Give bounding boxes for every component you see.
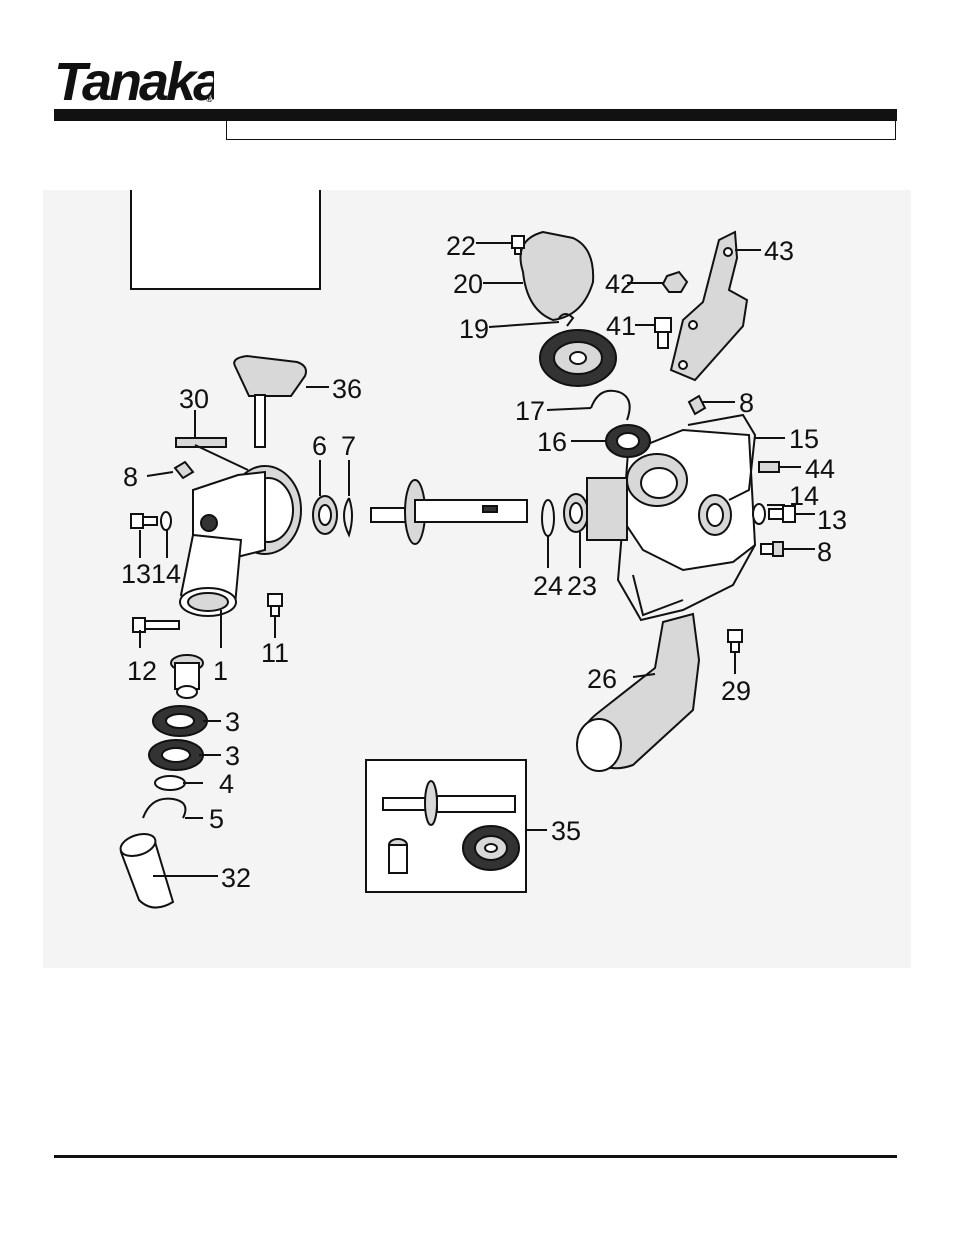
sleeve-32 <box>119 832 175 909</box>
callout-11: 11 <box>261 638 289 668</box>
bolt-12 <box>132 617 180 633</box>
callout-42: 42 <box>605 269 635 299</box>
drive-shaft <box>370 479 528 545</box>
parts-diagram: 36 30 8 13 14 12 1 11 3 3 4 5 32 6 7 24 … <box>43 190 911 968</box>
bearing-3-lower <box>148 739 204 771</box>
callout-8-left: 8 <box>123 462 138 492</box>
washer-14-left <box>160 511 172 531</box>
empty-inset-box <box>130 190 321 290</box>
bolt-11 <box>267 593 283 617</box>
callout-17: 17 <box>515 396 545 426</box>
guard-housing-15 <box>586 413 757 622</box>
clip-7 <box>343 497 353 538</box>
header-bar <box>54 109 897 121</box>
callout-13-left: 13 <box>121 559 151 589</box>
callout-15: 15 <box>789 424 819 454</box>
logo-wordmark: Tanaka <box>54 52 214 108</box>
bolt-22 <box>511 235 525 255</box>
screw-29 <box>727 629 743 653</box>
pin-44 <box>758 461 780 473</box>
washer-14-right <box>752 503 766 525</box>
footer-rule <box>54 1155 897 1158</box>
callout-30: 30 <box>179 384 209 414</box>
bearing-23 <box>563 493 589 533</box>
registered-mark: ® <box>206 94 213 104</box>
callout-24: 24 <box>533 571 563 601</box>
header-title-box <box>226 121 896 140</box>
bolt-13-left <box>130 513 158 529</box>
cover-20 <box>519 230 595 322</box>
callout-44: 44 <box>805 454 835 484</box>
handle-26 <box>576 612 701 772</box>
callout-8-top: 8 <box>739 388 754 418</box>
callout-3-lower: 3 <box>225 741 240 771</box>
callout-32: 32 <box>221 863 251 893</box>
label-part-30 <box>175 437 227 448</box>
seal-disk <box>539 329 617 387</box>
callout-19: 19 <box>459 314 489 344</box>
bearing-3-upper <box>152 705 208 737</box>
pinion-gear <box>170 654 204 699</box>
ring-4 <box>154 775 186 791</box>
bearing-16 <box>605 424 651 458</box>
callout-7: 7 <box>341 431 356 461</box>
callout-20: 20 <box>453 269 483 299</box>
circlip-19 <box>558 313 575 327</box>
callout-16: 16 <box>537 427 567 457</box>
callout-13-right: 13 <box>817 505 847 535</box>
grease-fitting-8-top <box>687 394 707 416</box>
callout-43: 43 <box>764 236 794 266</box>
callout-14-right: 14 <box>789 481 819 511</box>
grease-fitting-8-right <box>760 541 784 557</box>
grease-fitting-8-left <box>173 460 195 480</box>
callout-14-left: 14 <box>151 559 181 589</box>
kit-inset-35 <box>365 759 527 893</box>
circlip-17 <box>590 389 631 421</box>
callout-6: 6 <box>312 431 327 461</box>
callout-26: 26 <box>587 664 617 694</box>
callout-29: 29 <box>721 676 751 706</box>
callout-35: 35 <box>551 816 581 846</box>
circlip-5 <box>142 797 187 819</box>
callout-8-right: 8 <box>817 537 832 567</box>
bearing-6 <box>312 495 338 535</box>
callout-1: 1 <box>213 656 228 686</box>
callout-5: 5 <box>209 804 224 834</box>
tanaka-logo: Tanaka ® <box>54 52 214 108</box>
callout-41: 41 <box>606 311 636 341</box>
callout-36: 36 <box>332 374 362 404</box>
gear-head-assembly <box>179 465 302 617</box>
knob-part-36 <box>233 354 307 448</box>
callout-3-upper: 3 <box>225 707 240 737</box>
callout-22: 22 <box>446 231 476 261</box>
bolt-41 <box>654 317 672 349</box>
callout-12: 12 <box>127 656 157 686</box>
callout-23: 23 <box>567 571 597 601</box>
callout-4: 4 <box>219 769 234 799</box>
callout-numbers: 36 30 8 13 14 12 1 11 3 3 4 5 32 6 7 24 … <box>121 231 847 893</box>
leader-lines <box>139 242 815 877</box>
